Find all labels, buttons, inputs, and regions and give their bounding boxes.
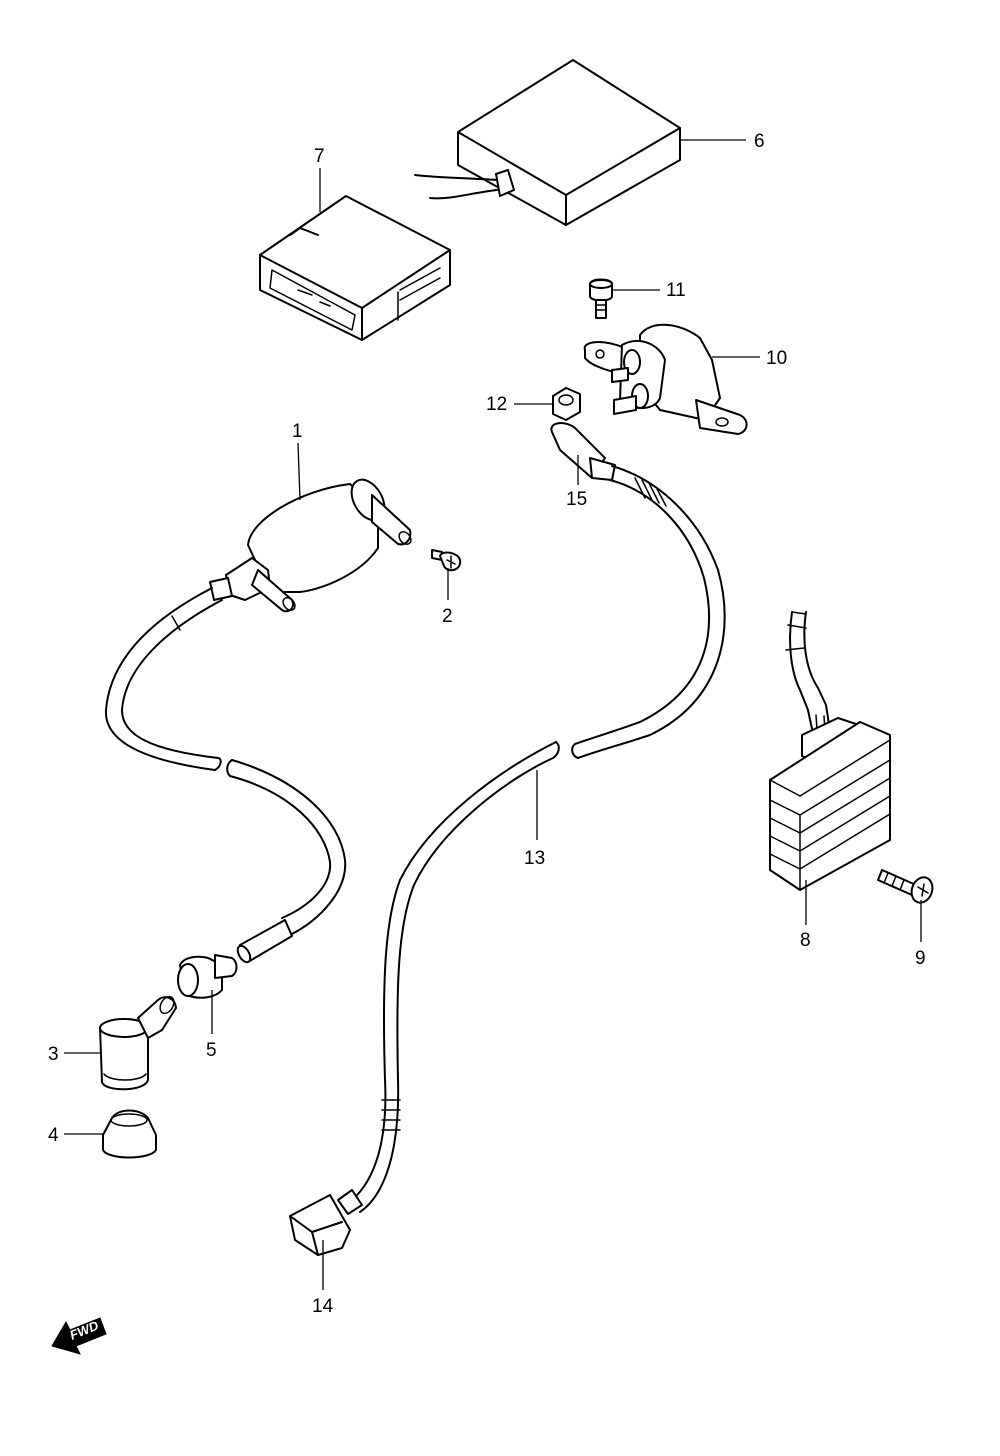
terminal-cap-14-icon[interactable] [289, 1189, 363, 1256]
nut-icon[interactable] [552, 387, 581, 421]
plug-cap-cover-icon[interactable] [102, 1109, 157, 1159]
control-unit-icon[interactable] [414, 59, 681, 226]
callout-9: 9 [915, 948, 926, 969]
callout-4: 4 [48, 1125, 59, 1146]
screw-icon[interactable] [431, 549, 462, 572]
callout-5: 5 [206, 1040, 217, 1061]
callout-10: 10 [766, 348, 787, 369]
terminal-cap-15-icon[interactable] [550, 422, 616, 481]
callout-8: 8 [800, 930, 811, 951]
ignition-coil-icon[interactable] [209, 474, 413, 613]
seal-grommet-icon[interactable] [177, 954, 238, 999]
bolt-9-icon[interactable] [877, 869, 936, 906]
spark-plug-cap-icon[interactable] [99, 994, 177, 1091]
callout-1: 1 [292, 421, 303, 442]
coil-lead-cord-icon[interactable] [104, 587, 347, 964]
ecu-module-icon[interactable] [259, 195, 451, 341]
callout-3: 3 [48, 1044, 59, 1065]
bolt-11-icon[interactable] [589, 278, 613, 319]
callouts: 1 2 3 4 5 6 7 8 9 10 11 12 13 [48, 131, 926, 1317]
callout-14: 14 [312, 1296, 334, 1317]
regulator-rectifier-icon[interactable] [769, 611, 891, 891]
callout-12: 12 [486, 394, 507, 415]
fwd-arrow-icon: FWD [51, 1317, 107, 1355]
high-tension-cord-icon[interactable] [351, 465, 726, 1213]
callout-15: 15 [566, 489, 587, 510]
callout-6: 6 [754, 131, 765, 152]
starter-relay-icon[interactable] [583, 323, 748, 435]
callout-2: 2 [442, 606, 453, 627]
callout-7: 7 [314, 146, 325, 167]
callout-11: 11 [666, 280, 686, 301]
callout-13: 13 [524, 848, 545, 869]
